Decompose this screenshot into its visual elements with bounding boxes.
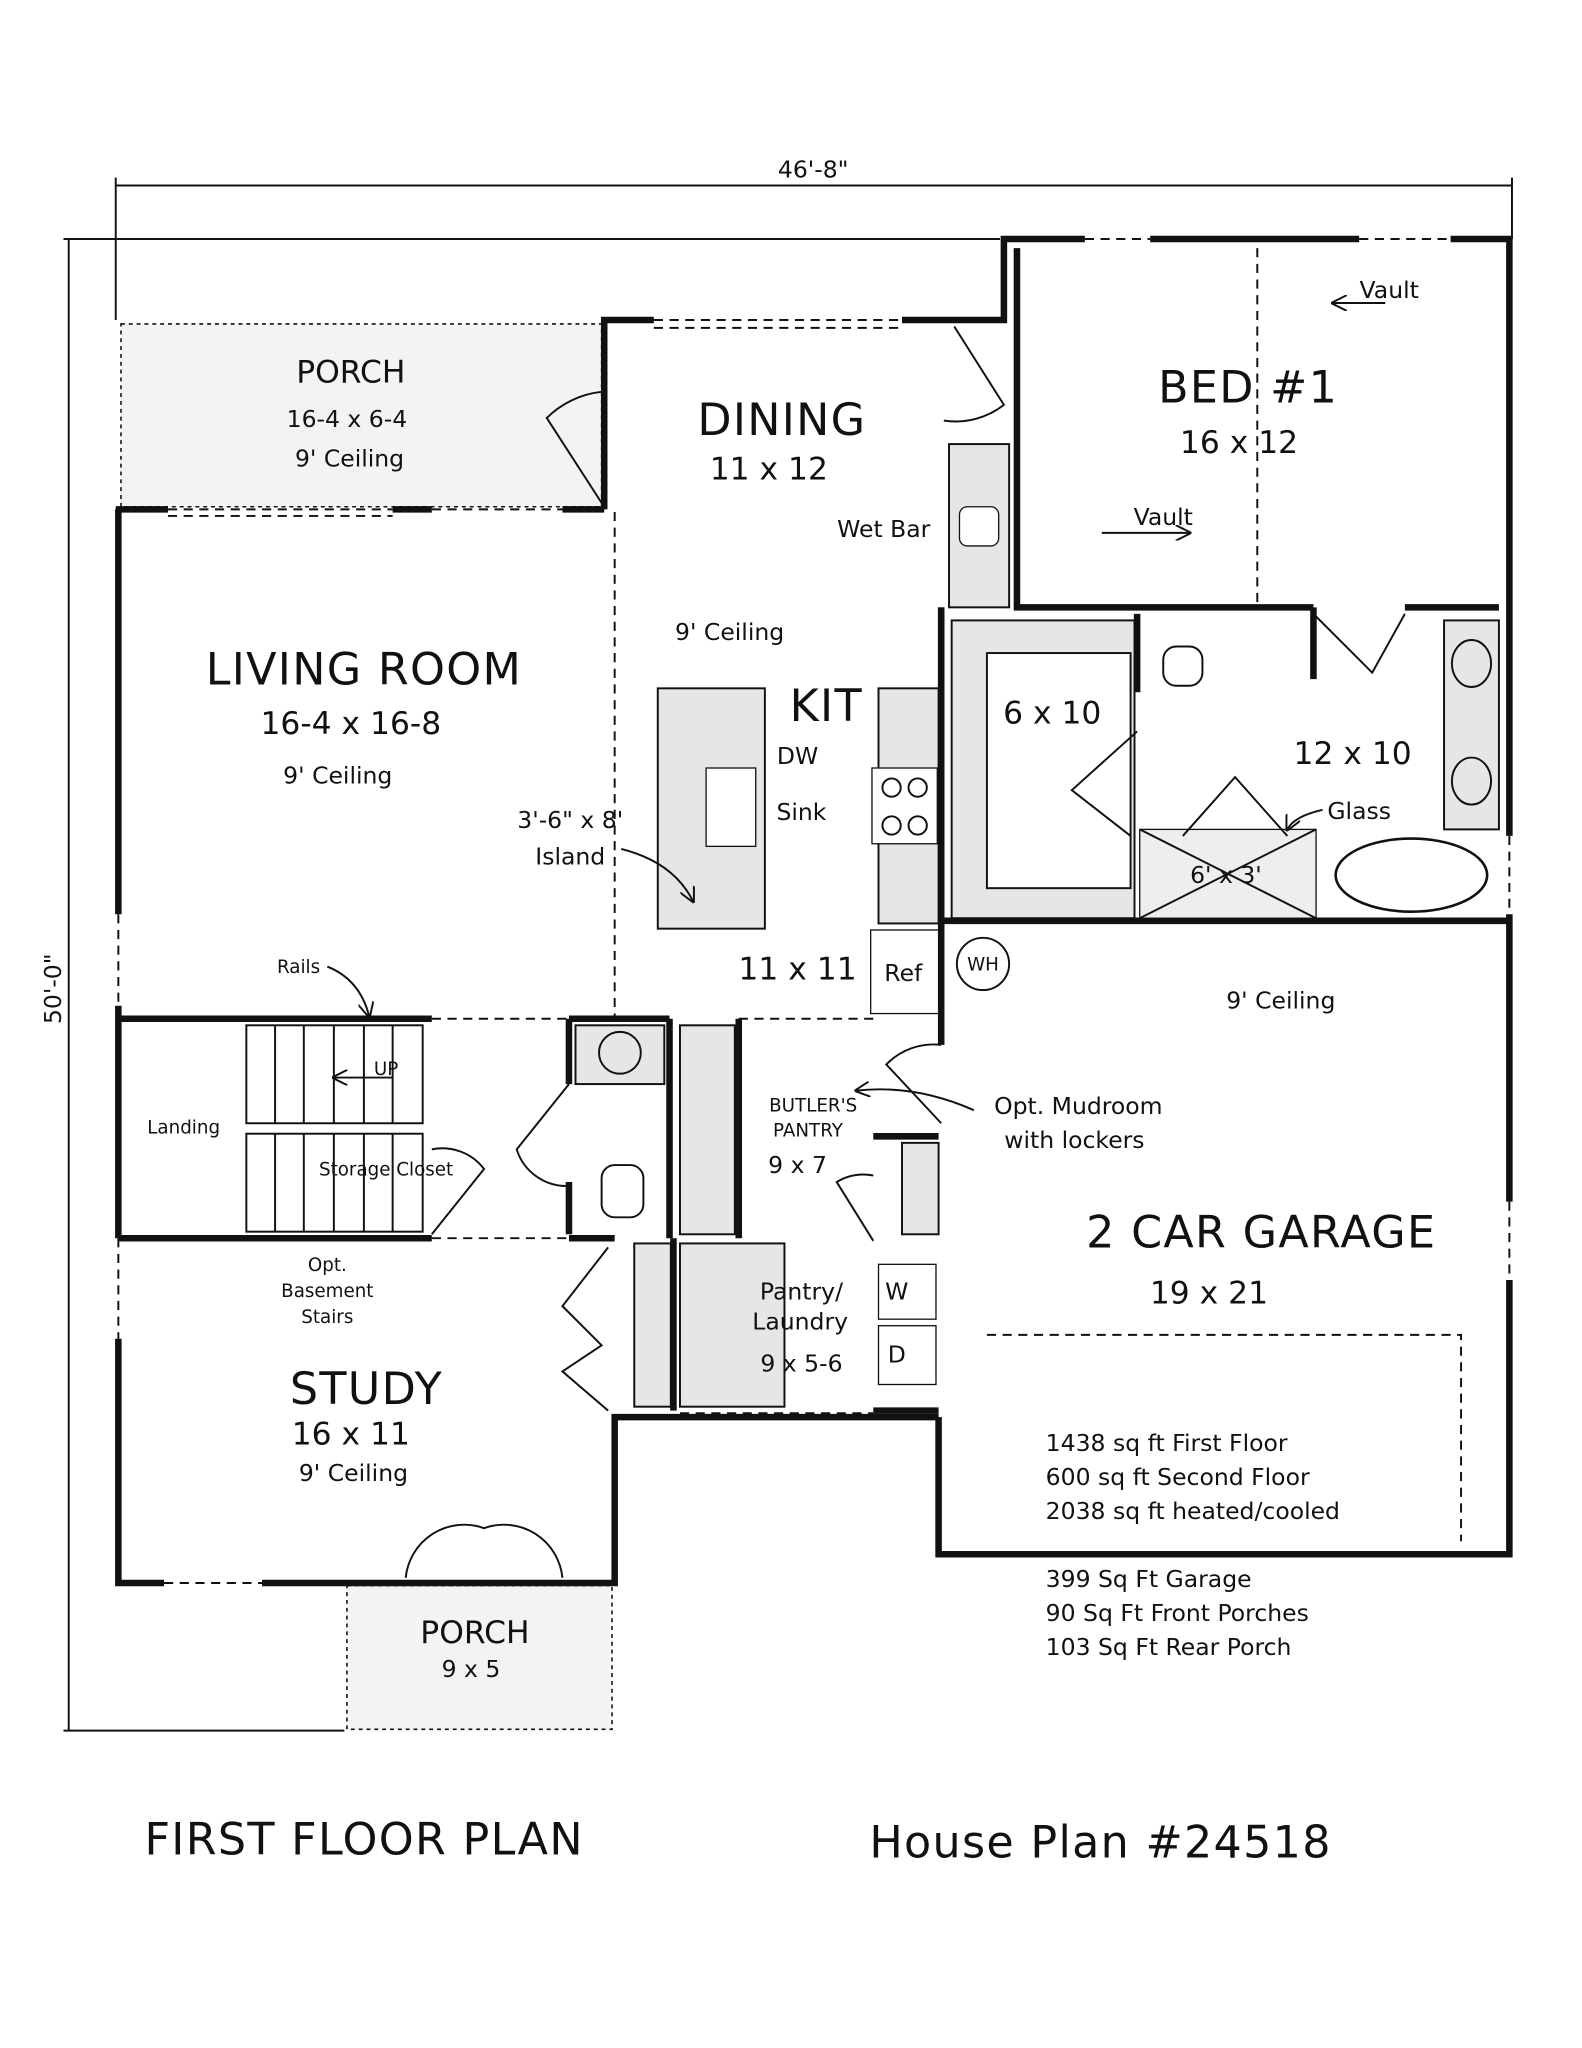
water-heater-label: WH <box>967 954 999 975</box>
toilet-icon <box>600 1164 645 1219</box>
butlers-pantry-name: PANTRY <box>773 1120 844 1141</box>
range-icon <box>871 767 938 845</box>
study-name: STUDY <box>290 1364 443 1415</box>
dishwasher-label: DW <box>777 742 818 770</box>
sink-label: Sink <box>776 798 826 826</box>
study-ceiling: 9' Ceiling <box>299 1459 408 1487</box>
kitchen-sink-icon <box>705 767 757 848</box>
pantry-shelving <box>679 1242 786 1408</box>
kitchen-name: KIT <box>790 681 863 732</box>
refrigerator-icon <box>870 929 940 1015</box>
kitchen-ceiling: 9' Ceiling <box>675 618 784 646</box>
island-label: Island <box>535 843 605 871</box>
living-room-name: LIVING ROOM <box>206 644 522 695</box>
dryer-label: D <box>888 1340 906 1368</box>
dining-size: 11 x 12 <box>710 451 828 487</box>
hall-shelving <box>633 1242 672 1408</box>
laundry-name: Laundry <box>752 1308 848 1336</box>
rear-porch-size: 16-4 x 6-4 <box>287 405 408 433</box>
area-summary: 1438 sq ft First Floor 600 sq ft Second … <box>1046 1429 1340 1661</box>
ref-label: Ref <box>884 959 923 987</box>
front-porch-name: PORCH <box>420 1615 529 1651</box>
wet-bar-label: Wet Bar <box>837 515 931 543</box>
rear-porch-ceiling: 9' Ceiling <box>295 444 404 472</box>
plan-title: FIRST FLOOR PLAN <box>144 1815 583 1866</box>
rear-porch-area <box>120 323 603 508</box>
area-garage: 399 Sq Ft Garage <box>1046 1565 1252 1593</box>
vault-label: Vault <box>1134 503 1193 531</box>
bath-sink-icon <box>1450 639 1493 688</box>
mudroom-label: with lockers <box>1004 1126 1144 1154</box>
garage-ceiling: 9' Ceiling <box>1226 986 1335 1014</box>
dimension-lines <box>63 177 1513 1732</box>
island-size: 3'-6" x 8' <box>517 806 623 834</box>
garage-size: 19 x 21 <box>1150 1276 1268 1312</box>
rails-label: Rails <box>277 957 320 978</box>
bed1-size: 16 x 12 <box>1180 425 1298 461</box>
stairs-up-label: UP <box>374 1059 398 1080</box>
living-room-ceiling: 9' Ceiling <box>283 762 392 790</box>
laundry-size: 9 x 5-6 <box>760 1349 842 1377</box>
washer-label: W <box>885 1278 908 1306</box>
water-heater-icon <box>955 936 1011 992</box>
vault-label: Vault <box>1360 276 1419 304</box>
area-second-floor: 600 sq ft Second Floor <box>1046 1463 1310 1491</box>
bathtub-icon <box>1334 837 1489 913</box>
shower-size: 6' x 3' <box>1190 861 1262 889</box>
area-first-floor: 1438 sq ft First Floor <box>1046 1429 1288 1457</box>
laundry-name: Pantry/ <box>760 1278 843 1306</box>
area-rear-porch: 103 Sq Ft Rear Porch <box>1046 1633 1292 1661</box>
butler-pantry-counter <box>679 1024 736 1236</box>
stairs <box>245 1024 424 1233</box>
shower-icon <box>1139 828 1317 920</box>
basement-stairs-label: Stairs <box>301 1307 353 1328</box>
width-dimension: 46'-8" <box>778 156 849 184</box>
mudroom-label: Opt. Mudroom <box>994 1092 1162 1120</box>
toilet-icon <box>1162 645 1204 687</box>
front-porch-area <box>346 1584 613 1731</box>
garage-name: 2 CAR GARAGE <box>1086 1207 1436 1258</box>
powder-sink-icon <box>598 1030 642 1075</box>
bed1-name: BED #1 <box>1158 362 1338 413</box>
plan-number: House Plan #24518 <box>869 1817 1331 1868</box>
kitchen-size: 11 x 11 <box>738 952 856 988</box>
glass-label: Glass <box>1327 797 1391 825</box>
storage-closet-label: Storage Closet <box>319 1160 453 1181</box>
basement-stairs-label: Opt. <box>308 1255 347 1276</box>
area-heated: 2038 sq ft heated/cooled <box>1046 1497 1340 1525</box>
closet-floor <box>985 652 1132 890</box>
dryer-icon <box>877 1325 937 1386</box>
front-porch-size: 9 x 5 <box>442 1655 501 1683</box>
windows <box>117 238 1511 1584</box>
closet-size: 6 x 10 <box>1003 696 1101 732</box>
wet-bar-sink-icon <box>958 506 1000 547</box>
doors <box>404 326 1406 1578</box>
walls <box>115 235 1513 1587</box>
depth-dimension: 50'-0" <box>39 953 67 1024</box>
study-size: 16 x 11 <box>292 1417 410 1453</box>
living-room-size: 16-4 x 16-8 <box>261 706 442 742</box>
annotation-arrows <box>326 303 1386 1112</box>
washer-icon <box>877 1263 937 1320</box>
rear-porch-name: PORCH <box>296 355 405 391</box>
bath-sink-icon <box>1450 756 1493 806</box>
butlers-pantry-name: BUTLER'S <box>769 1096 857 1117</box>
powder-vanity <box>574 1024 666 1086</box>
butlers-pantry-size: 9 x 7 <box>768 1151 827 1179</box>
area-front-porches: 90 Sq Ft Front Porches <box>1046 1599 1309 1627</box>
dining-name: DINING <box>697 395 866 446</box>
landing-label: Landing <box>147 1118 220 1139</box>
basement-stairs-label: Basement <box>281 1281 373 1302</box>
vanity-counter <box>1443 619 1500 831</box>
master-bath-size: 12 x 10 <box>1294 736 1412 772</box>
mudroom-lockers <box>901 1141 940 1236</box>
